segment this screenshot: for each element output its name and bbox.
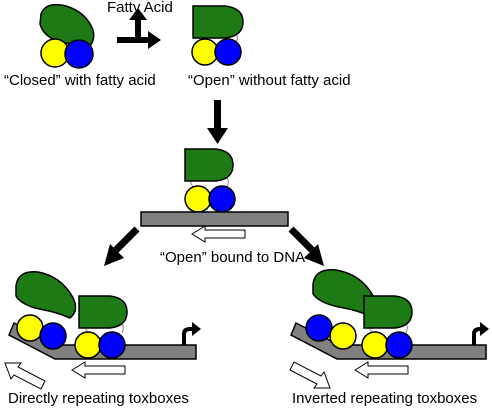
direct-repeat-label: Directly repeating toxboxes (8, 390, 189, 407)
toxbox-hollow-arrow-icon (354, 361, 409, 379)
blue-subunit (39, 322, 67, 350)
down-arrow-icon (207, 100, 228, 144)
blue-subunit (64, 39, 94, 69)
yellow-subunit (191, 38, 219, 66)
toxbox-hollow-arrow-icon (4, 362, 46, 390)
toxbox-hollow-arrow-icon (71, 361, 126, 379)
yellow-subunit (74, 331, 102, 359)
green-domain (192, 5, 244, 39)
protein-open (361, 295, 413, 359)
promoter-bent-arrow-icon (182, 322, 201, 345)
green-domain (78, 295, 128, 329)
protein-open (191, 5, 244, 66)
left-diagonal-arrow-icon (104, 226, 140, 266)
toxbox-hollow-arrow-icon (289, 361, 331, 389)
green-domain (184, 148, 234, 182)
protein-closed (39, 3, 95, 69)
dna-bound-label: “Open” bound to DNA (160, 249, 306, 266)
blue-subunit (305, 314, 333, 342)
blue-subunit (214, 38, 242, 66)
yellow-subunit (329, 322, 357, 350)
blue-subunit (385, 331, 413, 359)
promoter-bent-arrow-icon (472, 322, 489, 345)
protein-bound (184, 148, 236, 213)
blue-subunit (208, 185, 236, 213)
open-state-label: “Open” without fatty acid (188, 72, 351, 89)
green-domain (363, 295, 413, 329)
dna-strand (140, 211, 289, 227)
green-domain (15, 271, 77, 319)
protein-closed (15, 271, 77, 350)
yellow-subunit (16, 314, 44, 342)
toxbox-hollow-arrow-icon (191, 225, 246, 243)
fatty-acid-release-arrow-icon (117, 8, 161, 49)
protein-closed (305, 269, 377, 350)
direct-repeat-complex (4, 271, 201, 390)
inverted-repeat-complex (289, 269, 489, 389)
yellow-subunit (184, 185, 212, 213)
right-diagonal-arrow-icon (288, 226, 324, 266)
dna-strand (290, 321, 487, 360)
protein-open (74, 295, 128, 359)
fatty-acid-label: Fatty Acid (107, 0, 173, 16)
blue-subunit (98, 331, 126, 359)
yellow-subunit (361, 331, 389, 359)
inverted-repeat-label: Inverted repeating toxboxes (292, 390, 478, 407)
dna-strand (8, 321, 197, 360)
closed-state-label: “Closed” with fatty acid (4, 72, 156, 89)
